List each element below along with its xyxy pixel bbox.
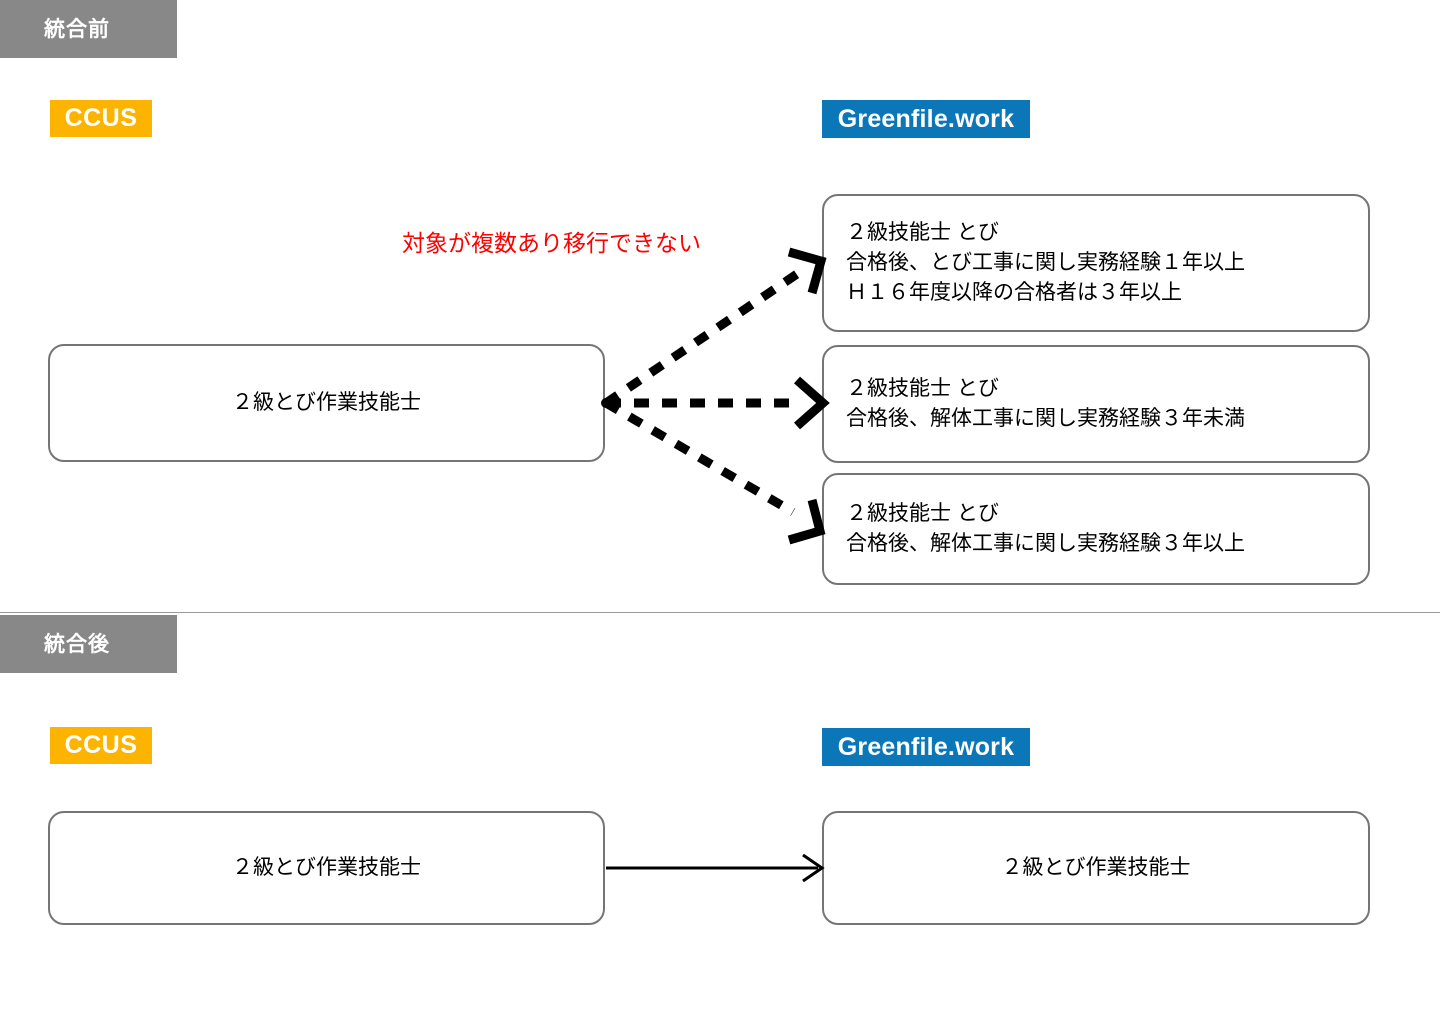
node-after-source: ２級とび作業技能士	[48, 811, 605, 925]
node-before-source: ２級とび作業技能士	[48, 344, 605, 462]
node-before-target-2-text: ２級技能士 とび 合格後、解体工事に関し実務経験３年未満	[846, 377, 1245, 430]
node-before-target-2: ２級技能士 とび 合格後、解体工事に関し実務経験３年未満	[822, 345, 1370, 463]
ccus-badge-before: CCUS	[50, 100, 152, 137]
ccus-badge-after: CCUS	[50, 727, 152, 764]
node-after-source-text: ２級とび作業技能士	[232, 856, 421, 880]
section-tab-before: 統合前	[0, 0, 177, 58]
dashed-arrow-to-target-1	[603, 247, 827, 407]
node-after-target: ２級とび作業技能士	[822, 811, 1370, 925]
node-before-target-1: ２級技能士 とび 合格後、とび工事に関し実務経験１年以上 Ｈ１６年度以降の合格者…	[822, 194, 1370, 332]
ccus-badge-before-label: CCUS	[64, 104, 138, 132]
section-tab-before-label: 統合前	[44, 17, 110, 41]
node-before-target-1-text: ２級技能士 とび 合格後、とび工事に関し実務経験１年以上 Ｈ１６年度以降の合格者…	[846, 221, 1245, 304]
node-before-target-3-text: ２級技能士 とび 合格後、解体工事に関し実務経験３年以上	[846, 502, 1245, 555]
greenfile-badge-before: Greenfile.work	[822, 100, 1030, 138]
annotation-cannot-migrate: 対象が複数あり移行できない	[402, 230, 701, 256]
ccus-badge-after-label: CCUS	[64, 731, 138, 759]
node-before-source-text: ２級とび作業技能士	[232, 391, 421, 415]
greenfile-badge-after-label: Greenfile.work	[837, 732, 1015, 761]
node-after-target-text: ２級とび作業技能士	[1001, 856, 1191, 880]
section-divider	[0, 612, 1440, 613]
solid-arrow-after	[606, 853, 825, 883]
greenfile-badge-before-label: Greenfile.work	[837, 104, 1015, 133]
dashed-arrow-to-target-3	[603, 399, 826, 545]
greenfile-badge-after: Greenfile.work	[822, 728, 1030, 766]
section-tab-after: 統合後	[0, 615, 177, 673]
dashed-arrow-to-target-2	[606, 376, 830, 430]
node-before-target-3: ２級技能士 とび 合格後、解体工事に関し実務経験３年以上	[822, 473, 1370, 585]
section-tab-after-label: 統合後	[44, 632, 110, 656]
